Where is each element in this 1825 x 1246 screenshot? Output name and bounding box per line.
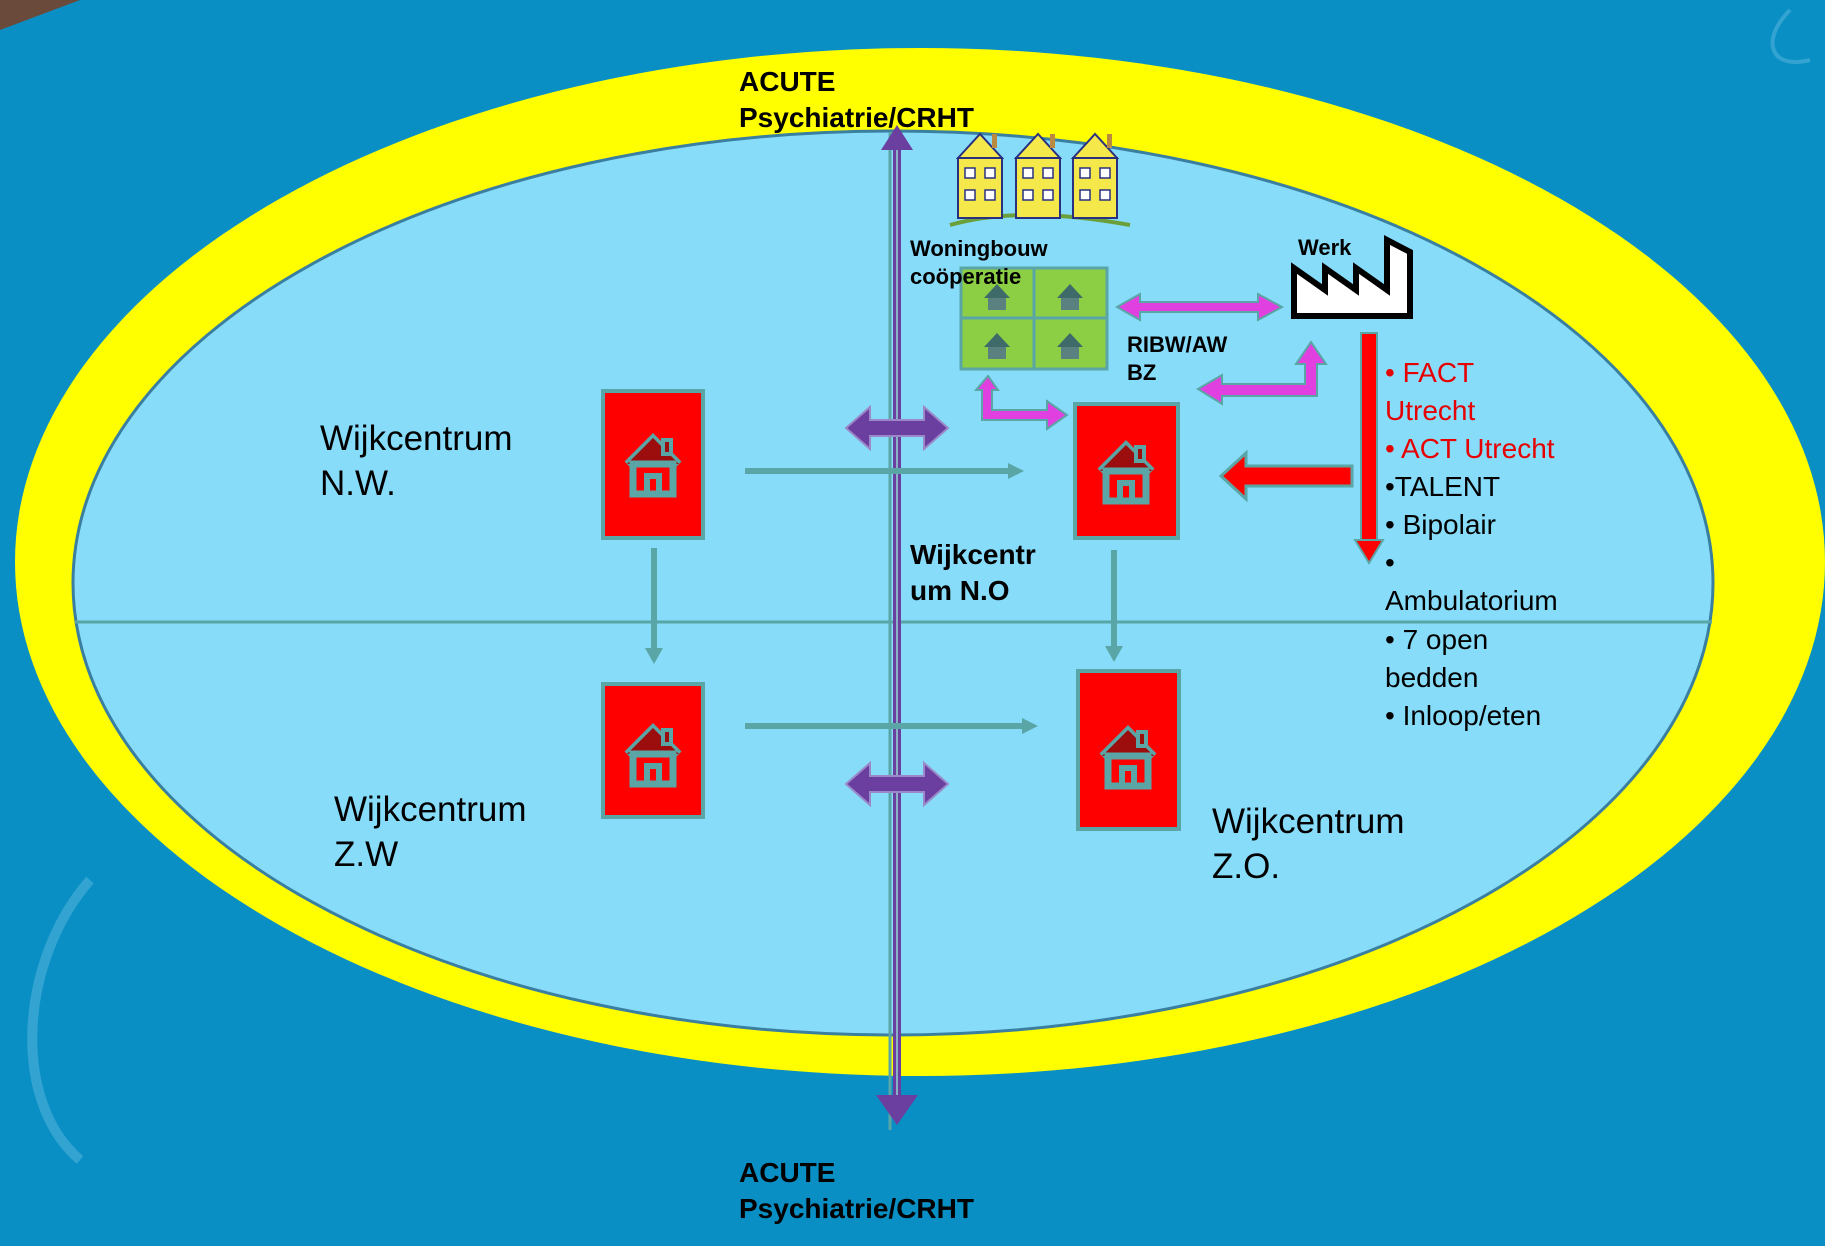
row-houses-icon	[949, 133, 1131, 227]
acute-bottom-line1: ACUTE	[739, 1157, 836, 1188]
ribw-line2: BZ	[1127, 360, 1157, 386]
arrow-zw-to-zo	[745, 718, 1038, 734]
wijkcentrum-zo-line2: Z.O.	[1212, 846, 1281, 886]
apartment-icon	[959, 266, 1109, 371]
woningbouw-label: Woningbouw coöperatie	[910, 235, 1048, 291]
service-item: • FACT	[1385, 357, 1475, 388]
ribw-label: RIBW/AW BZ	[1127, 331, 1227, 387]
service-item: • Bipolair	[1385, 509, 1496, 541]
service-item: • 7 open	[1385, 623, 1489, 655]
decorative-swirl-right	[1770, 8, 1811, 64]
acute-vertical-arrow	[876, 125, 918, 1125]
wijkcentrum-zw-line2: Z.W	[334, 834, 399, 874]
acute-bottom-label: ACUTE Psychiatrie/CRHT	[739, 1155, 974, 1227]
services-list: • FACT Utrecht • ACT Utrecht •TALENT • Bipol…	[1385, 354, 1558, 735]
werk-label: Werk	[1298, 235, 1352, 260]
header-strip	[0, 0, 80, 30]
arrow-woningbouw-werk	[1114, 292, 1285, 322]
acute-top-line2: Psychiatrie/CRHT	[739, 101, 974, 133]
wijkcentrum-zw-line1: Wijkcentrum	[334, 790, 527, 829]
wijkcentrum-no-line2: um N.O	[910, 574, 1010, 606]
service-item: • Inloop/eten	[1385, 699, 1542, 731]
wijkcentrum-nw-box	[601, 389, 705, 540]
acute-top-label: ACUTE Psychiatrie/CRHT	[739, 64, 974, 136]
wijkcentrum-no-label: Wijkcentr um N.O	[910, 537, 1036, 609]
arrow-woningbouw-to-no	[973, 374, 1069, 431]
wijkcentrum-nw-line2: N.W.	[320, 463, 396, 503]
wijkcentrum-zw-box	[601, 682, 705, 819]
service-item: Ambulatorium	[1385, 585, 1558, 617]
wijkcentrum-zo-box	[1076, 669, 1181, 831]
red-arrow-to-no	[1218, 449, 1354, 503]
ribw-line1: RIBW/AW	[1127, 332, 1228, 357]
service-item: • ACT Utrecht	[1385, 433, 1555, 465]
service-item: •TALENT	[1385, 471, 1501, 503]
wijkcentrum-zo-line1: Wijkcentrum	[1212, 802, 1405, 841]
acute-top-line1: ACUTE	[739, 66, 836, 97]
red-arrow-services-down	[1353, 332, 1385, 565]
arrow-ribw-to-werk	[1196, 340, 1328, 406]
wijkcentrum-no-line1: Wijkcentr	[910, 539, 1036, 570]
wijkcentrum-nw-label: Wijkcentrum N.W.	[320, 417, 513, 507]
decorative-swirl-bottom	[27, 876, 94, 1164]
arrow-nw-to-zw	[645, 548, 663, 664]
wijkcentrum-zo-label: Wijkcentrum Z.O.	[1212, 800, 1405, 890]
acute-bottom-line2: Psychiatrie/CRHT	[739, 1192, 974, 1224]
wijkcentrum-nw-line1: Wijkcentrum	[320, 419, 513, 458]
factory-icon	[1291, 235, 1413, 319]
double-arrow-south	[844, 760, 950, 808]
wijkcentrum-zw-label: Wijkcentrum Z.W	[334, 788, 527, 878]
double-arrow-north	[844, 404, 950, 452]
service-item: bedden	[1385, 661, 1479, 693]
woningbouw-line1: Woningbouw	[910, 236, 1048, 261]
woningbouw-line2: coöperatie	[910, 264, 1022, 290]
service-item: Utrecht	[1385, 395, 1476, 427]
arrow-nw-to-no	[745, 463, 1024, 479]
wijkcentrum-no-box	[1073, 402, 1180, 540]
service-item: •	[1385, 547, 1395, 579]
arrow-no-to-zo	[1105, 550, 1123, 662]
